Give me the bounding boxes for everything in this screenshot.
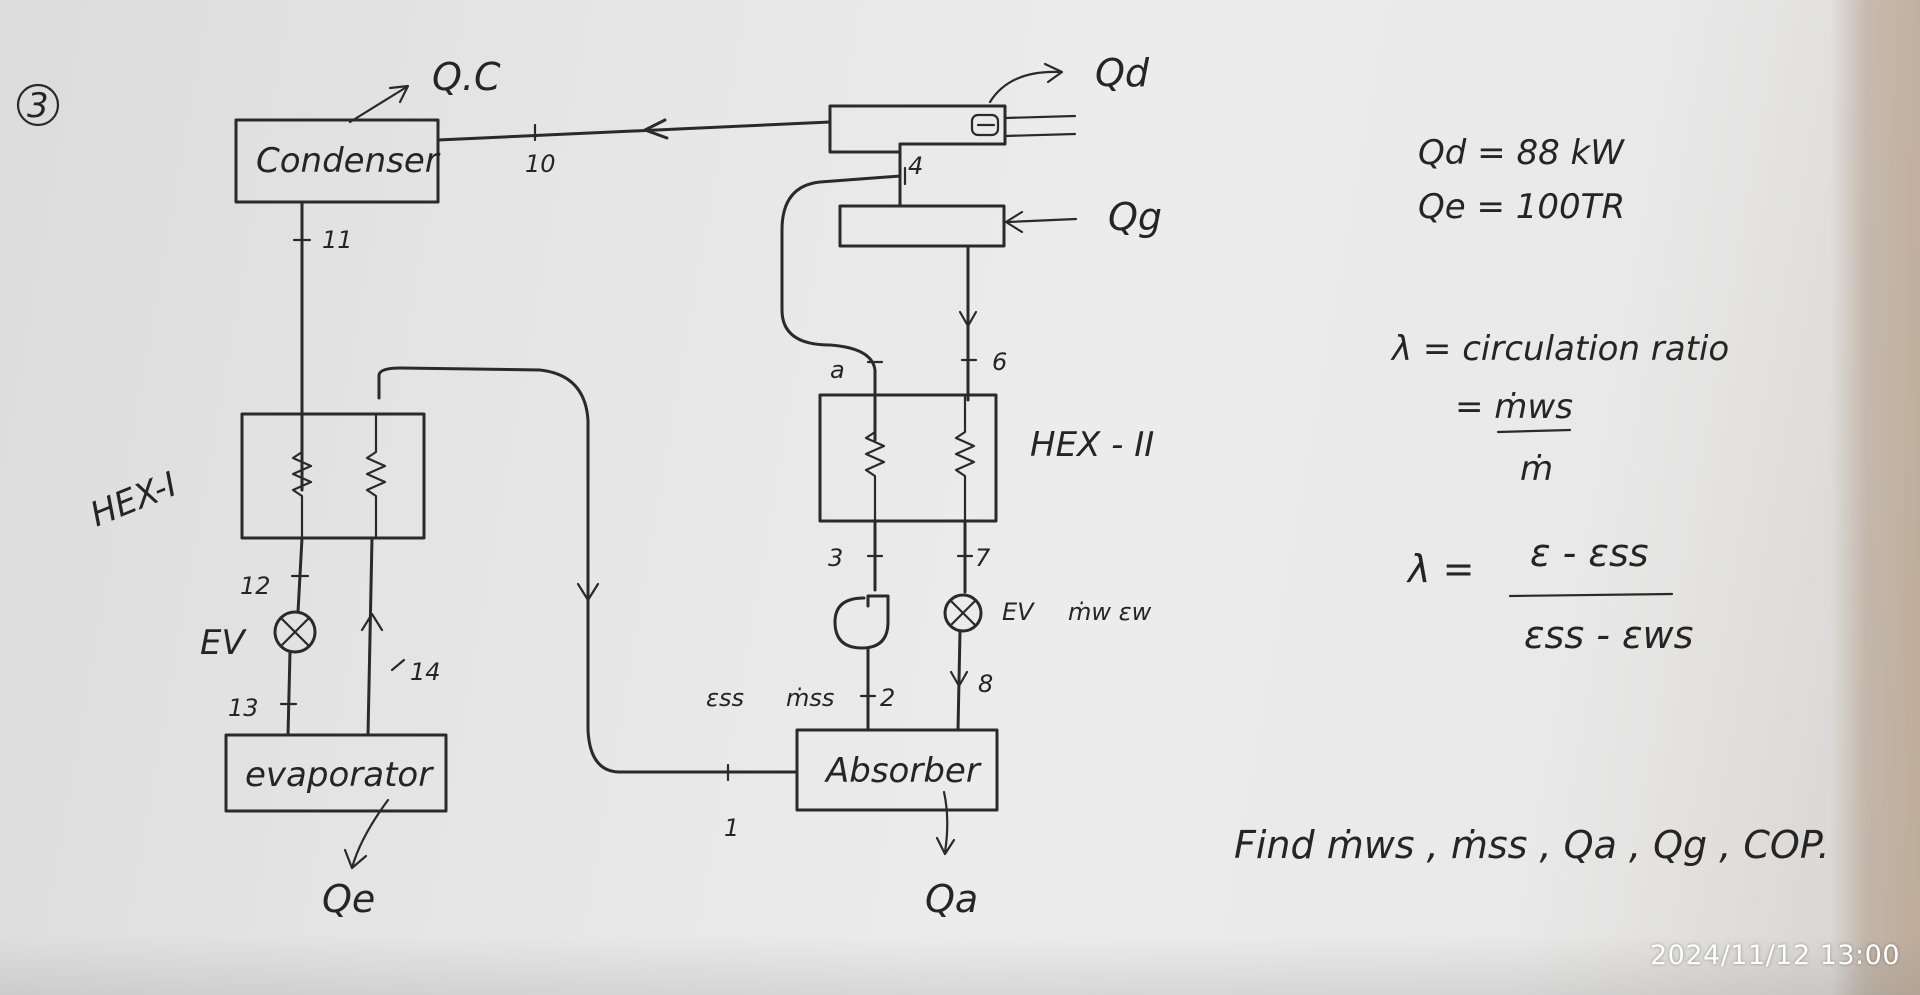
qd-arrowhead [1043,62,1064,84]
qa-arrowhead [935,836,956,856]
lambda-ratio-bar [1496,428,1572,434]
evaporator-label: evaporator [245,755,434,795]
line-10 [436,120,832,142]
lambda-formula-bar [1508,592,1674,598]
ev-left-label: EV [200,623,247,663]
condenser-label: Condenser [256,141,441,181]
mss-label: ṁss [786,684,834,712]
lambda-formula-numerator: ε - εss [1530,531,1649,575]
point-3: 3 [828,544,843,572]
qc-arrow [348,86,407,124]
hex2-block [818,393,998,523]
line-8 [956,629,962,732]
ev-right-valve [943,593,983,633]
problem-number-text: 3 [27,86,49,126]
point-13: 13 [228,694,259,722]
point-7: 7 [975,544,991,572]
qc-arrowhead [388,84,410,104]
hex1-block [240,412,426,540]
line-1-arrow [576,582,600,602]
evaporator-block: evaporator [224,733,448,813]
point-6: 6 [992,348,1007,376]
lambda-ratio-denominator: ṁ [1520,449,1553,489]
given-qe: Qe = 100TR [1418,187,1625,227]
qg-arrow [1006,217,1078,224]
point-11: 11 [322,226,353,254]
lambda-formula-denominator: εss - εws [1524,613,1693,657]
point-12: 12 [240,572,271,600]
point-1: 1 [724,814,739,842]
qe-arrowhead [343,848,368,870]
mw-ew-label: ṁw εw [1068,598,1152,626]
point-a: a [830,356,845,384]
point-14: 14 [410,658,441,686]
point-2: 2 [880,684,895,712]
line-6-arrow [958,310,978,328]
qc-label: Q.C [432,55,501,99]
qe-label: Qe [322,877,375,921]
qa-label: Qa [925,877,978,921]
line-14 [366,536,374,737]
problem-number: 3 [16,83,60,127]
lambda-ratio-numerator: = ṁws [1455,387,1573,427]
tick-14 [390,658,406,672]
task-text: Find ṁws , ṁss , Qa , Qg , COP. [1234,823,1830,867]
stream-4-loop [780,174,902,442]
paper-bottom-shade [0,935,1920,995]
point-10: 10 [525,150,556,178]
qe-arrow [350,798,390,870]
line-1 [377,366,799,774]
absorber-block: Absorber [795,728,999,812]
generator-separator [828,104,1077,248]
hex2-label: HEX - II [1030,425,1154,465]
absorber-label: Absorber [824,751,982,791]
photo-timestamp: 2024/11/12 13:00 [1650,940,1901,971]
line-10-arrow [643,118,669,140]
qa-arrow [942,790,949,854]
line-13 [286,650,292,737]
ev-left-valve [273,610,317,654]
point-8: 8 [978,670,993,698]
qd-cooling-lines [1003,114,1077,138]
qg-arrowhead [1004,210,1024,234]
ess-label: εss [706,684,744,712]
lambda-formula-lhs: λ = [1406,547,1474,591]
qd-label: Qd [1095,51,1150,95]
qd-arrow [988,70,1062,104]
ev-right-label: EV [1002,598,1035,626]
condenser-block: Condenser [234,118,441,204]
qg-label: Qg [1108,195,1162,239]
paper-edge-shadow [1830,0,1920,995]
point-4: 4 [908,152,923,180]
hex1-label: HEX-I [85,465,183,536]
given-qd: Qd = 88 kW [1418,133,1625,173]
pump-symbol [833,594,890,650]
line-8-arrow [949,670,969,688]
line-14-arrow [360,612,384,632]
lambda-definition: λ = circulation ratio [1390,329,1729,369]
